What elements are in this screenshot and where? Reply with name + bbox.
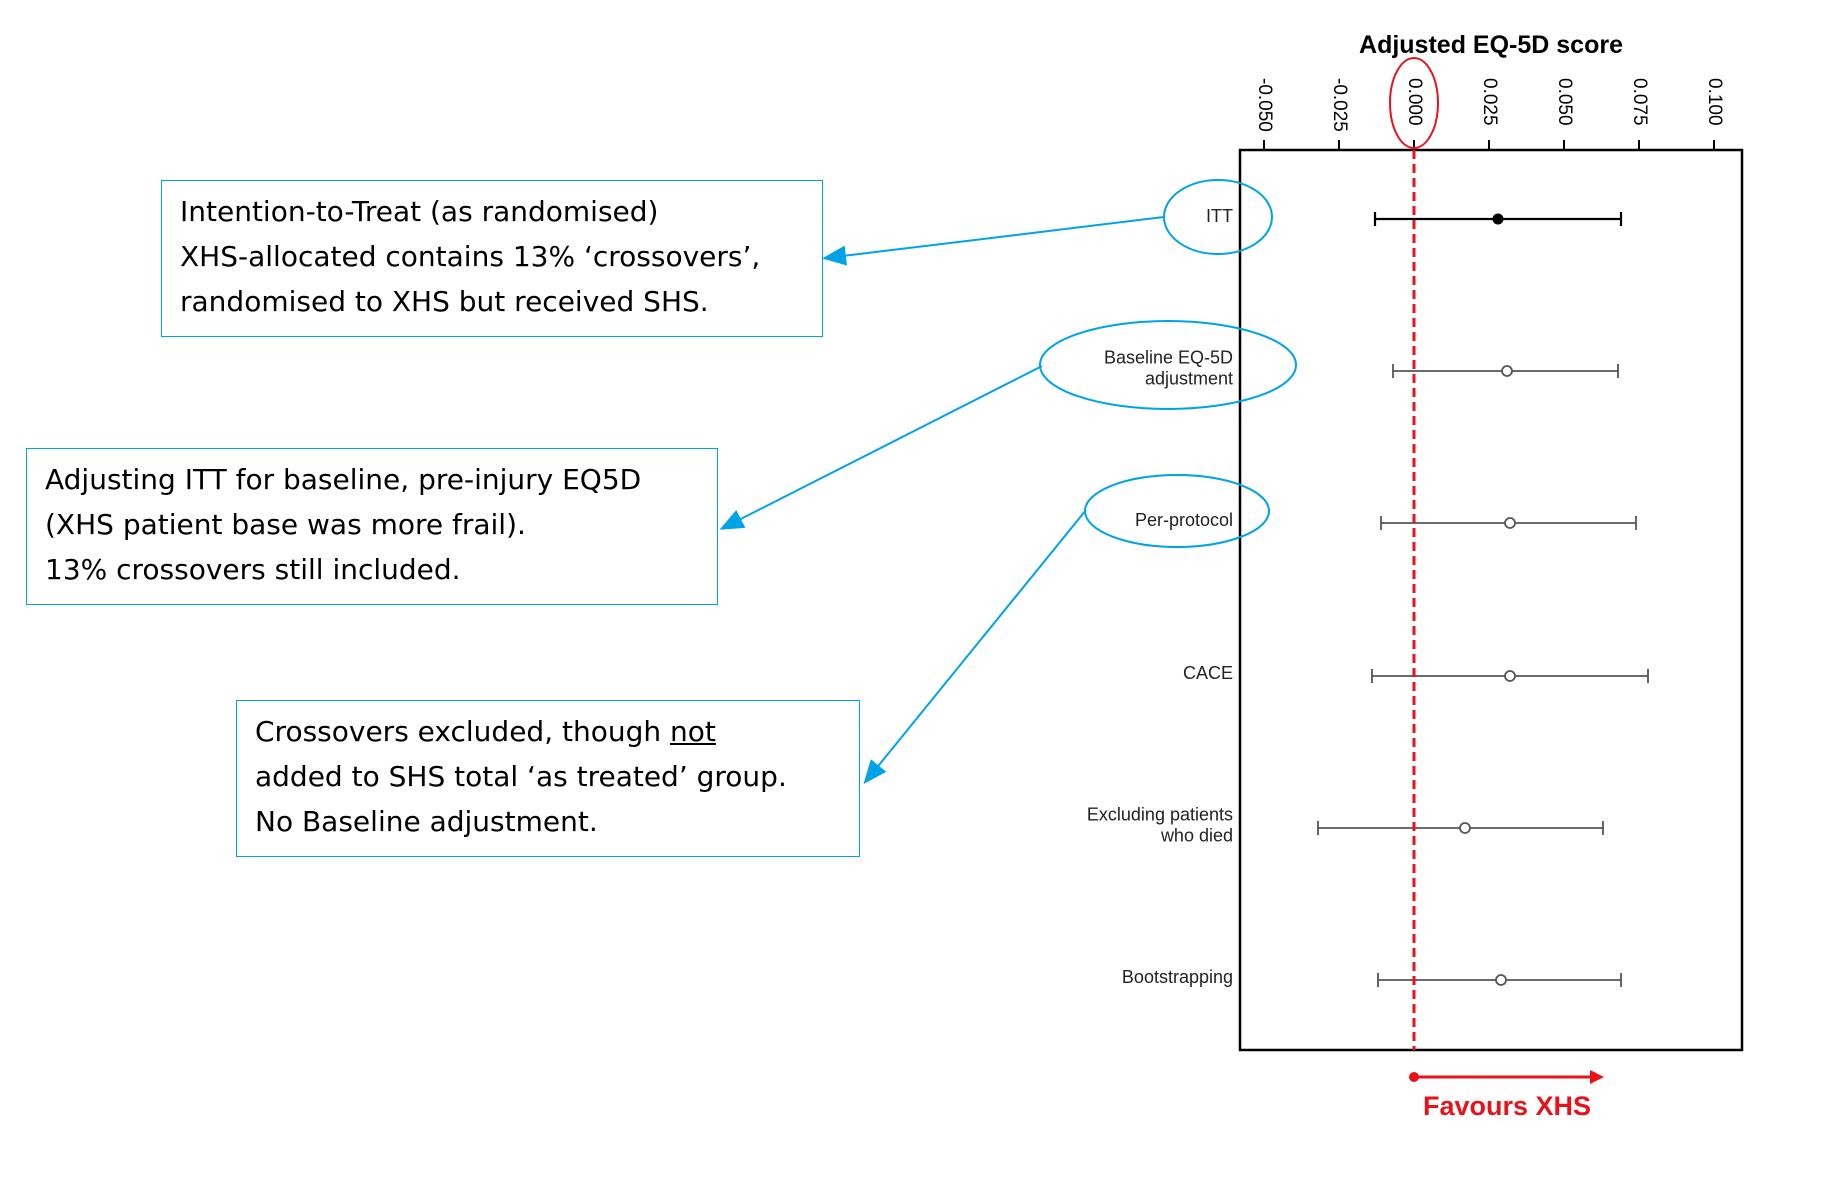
callout-per-protocol: Crossovers excluded, though not added to…	[236, 700, 860, 857]
callout-connector-arrow	[863, 509, 1087, 785]
estimate-point	[1504, 670, 1516, 682]
row-label: Baseline EQ-5D	[1104, 347, 1233, 367]
estimate-point	[1495, 974, 1507, 986]
callout-connector-arrow	[719, 365, 1043, 530]
row-label: Excluding patients	[1087, 804, 1233, 824]
row-label: Per-protocol	[1135, 510, 1233, 530]
callout-per-protocol-line-2: added to SHS total ‘as treated’ group.	[255, 760, 787, 793]
callout-baseline-line-3: 13% crossovers still included.	[45, 553, 461, 586]
x-tick-label: -0.025	[1329, 78, 1350, 132]
callout-itt: Intention-to-Treat (as randomised) XHS-a…	[161, 180, 823, 337]
x-tick-label: 0.000	[1404, 78, 1425, 126]
estimate-point	[1501, 365, 1513, 377]
x-tick-label: 0.025	[1479, 78, 1500, 126]
callout-itt-line-1: Intention-to-Treat (as randomised)	[180, 195, 659, 228]
zero-tick-highlight	[1389, 57, 1439, 149]
callout-per-protocol-line-1-text: Crossovers excluded, though	[255, 715, 671, 748]
favours-arrow-head	[1590, 1070, 1604, 1084]
chart-title: Adjusted EQ-5D score	[1359, 31, 1623, 59]
x-tick-label: 0.075	[1629, 78, 1650, 126]
row-label: Bootstrapping	[1122, 967, 1233, 987]
x-tick-label: -0.050	[1254, 78, 1275, 132]
estimate-point	[1504, 517, 1516, 529]
callout-baseline: Adjusting ITT for baseline, pre-injury E…	[26, 448, 718, 605]
row-label: CACE	[1183, 663, 1233, 683]
forest-rows: ITT Baseline EQ-5DadjustmentPer-protocolC…	[1087, 206, 1649, 987]
favours-label: Favours XHS	[1423, 1091, 1591, 1121]
row-label: adjustment	[1145, 368, 1233, 388]
estimate-point	[1459, 822, 1471, 834]
x-axis: -0.050 -0.025 0.000 0.025 0.050 0.075 0.100	[1254, 78, 1725, 150]
callout-per-protocol-emphasis: not	[670, 715, 716, 748]
callout-connector-arrow	[822, 216, 1165, 266]
callout-itt-line-3: randomised to XHS but received SHS.	[180, 285, 709, 318]
row-label: who died	[1160, 825, 1233, 845]
callout-baseline-line-2: (XHS patient base was more frail).	[45, 508, 526, 541]
callout-connectors	[719, 179, 1297, 785]
reference-layer: Favours XHS	[1389, 57, 1604, 1121]
x-tick-label: 0.050	[1554, 78, 1575, 126]
row-label: ITT	[1206, 206, 1233, 226]
estimate-point	[1492, 213, 1504, 225]
plot-frame	[1238, 148, 1744, 1052]
callout-baseline-line-1: Adjusting ITT for baseline, pre-injury E…	[45, 463, 642, 496]
x-tick-label: 0.100	[1704, 78, 1725, 126]
row-label-highlight	[1039, 320, 1297, 410]
callout-per-protocol-line-3: No Baseline adjustment.	[255, 805, 598, 838]
callout-per-protocol-line-1: Crossovers excluded, though not	[255, 709, 841, 754]
callout-itt-line-2: XHS-allocated contains 13% ‘crossovers’,	[180, 240, 761, 273]
